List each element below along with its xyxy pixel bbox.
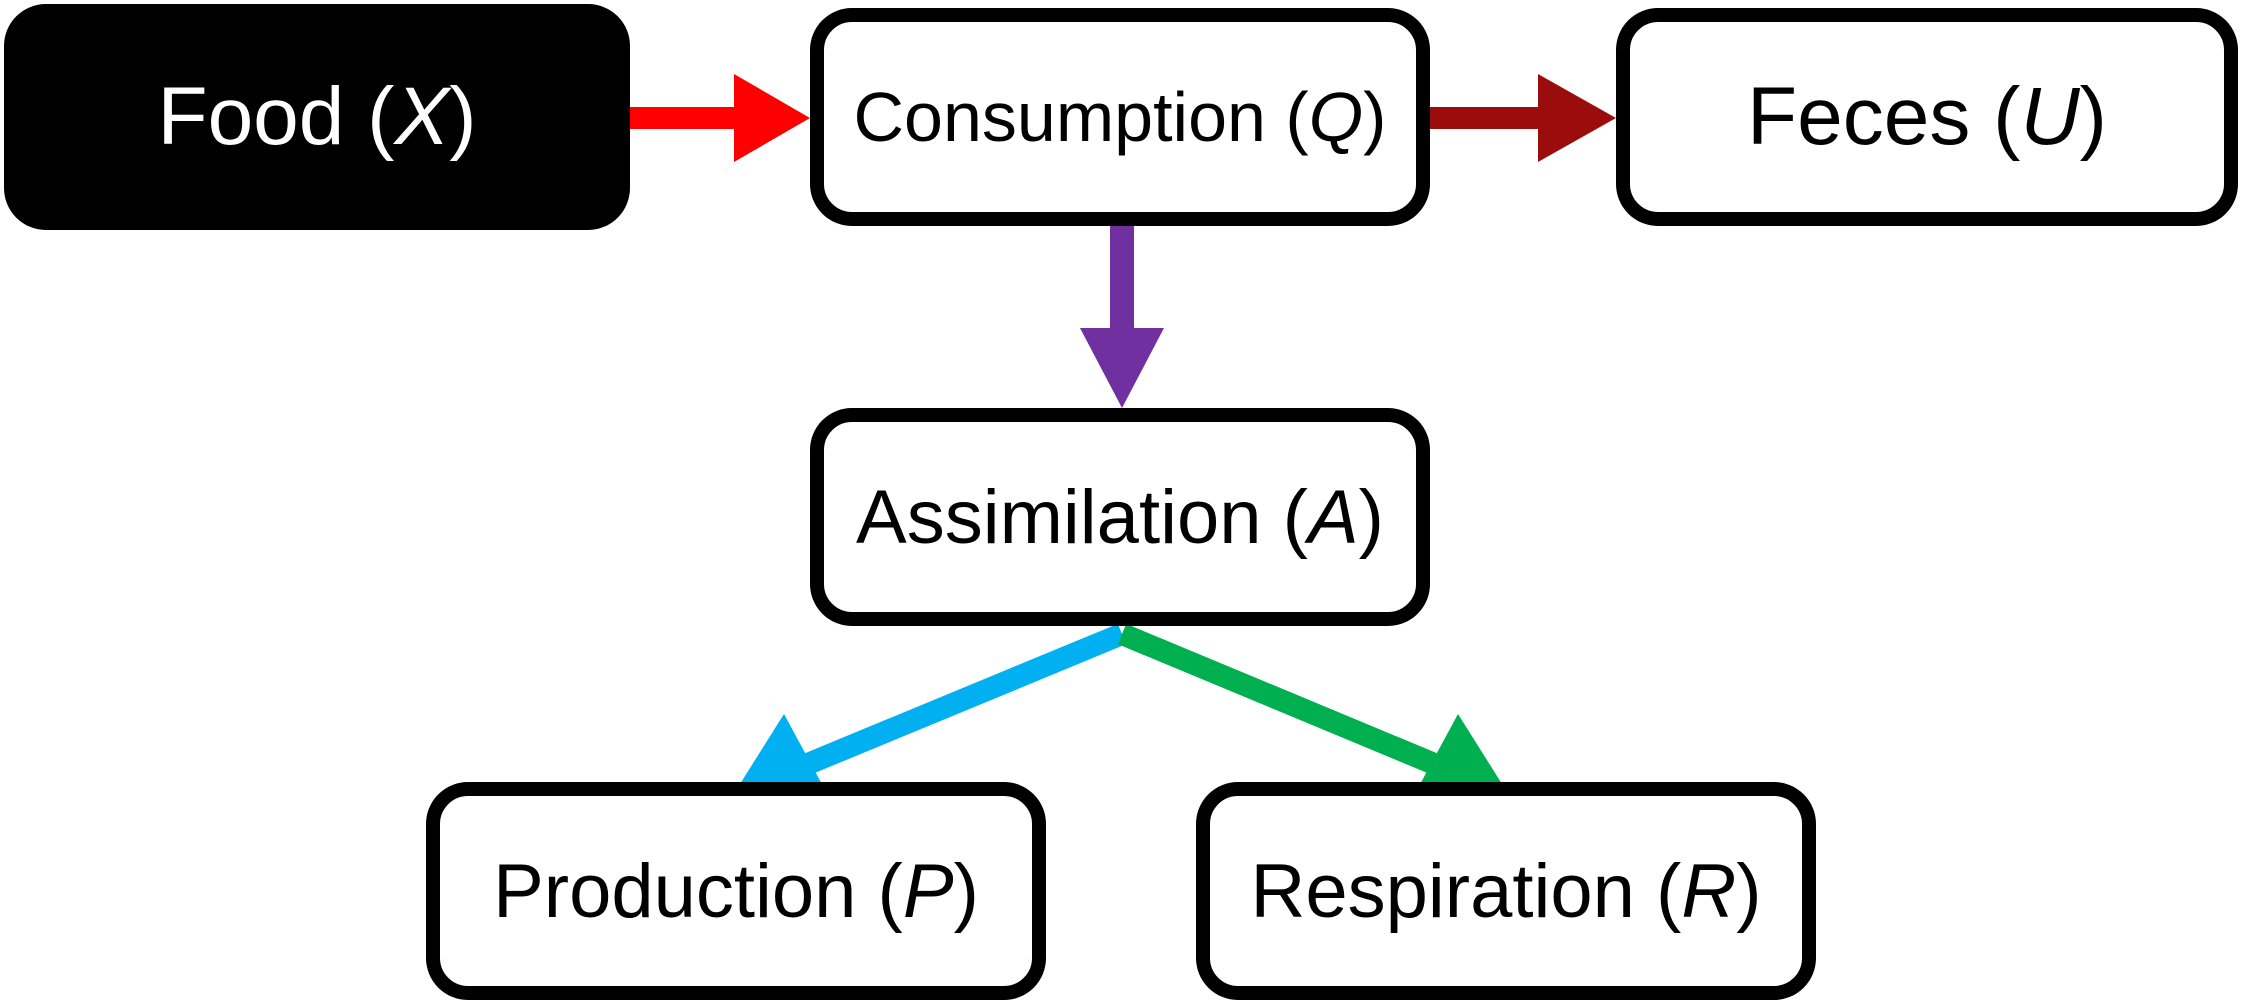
- arrow-assimilation-to-respiration: [1117, 623, 1502, 788]
- food-label: Food (X): [157, 70, 476, 164]
- assimilation-close-paren: ): [1358, 474, 1384, 560]
- arrow-food-to-consumption: [630, 74, 810, 162]
- food-close-paren: ): [449, 71, 477, 162]
- feces-label: Feces (U): [1747, 70, 2107, 164]
- assimilation-symbol: A: [1307, 474, 1359, 560]
- production-open-paren: (: [856, 848, 903, 934]
- production-node: Production (P): [426, 782, 1046, 1000]
- food-open-paren: (: [344, 71, 395, 162]
- consumption-open-paren: (: [1265, 78, 1309, 156]
- consumption-node: Consumption (Q): [810, 8, 1430, 226]
- production-symbol: P: [902, 848, 954, 934]
- feces-node: Feces (U): [1616, 8, 2238, 226]
- arrow-consumption-to-feces: [1430, 74, 1616, 162]
- respiration-name: Respiration: [1250, 848, 1635, 934]
- consumption-symbol: Q: [1308, 78, 1364, 156]
- respiration-close-paren: ): [1736, 848, 1762, 934]
- assimilation-node: Assimilation (A): [810, 408, 1430, 626]
- feces-symbol: U: [2020, 71, 2080, 162]
- feces-close-paren: ): [2079, 71, 2107, 162]
- consumption-label: Consumption (Q): [854, 77, 1387, 157]
- food-name: Food: [157, 71, 345, 162]
- consumption-close-paren: ): [1363, 78, 1387, 156]
- arrow-assimilation-to-production: [740, 623, 1127, 788]
- respiration-label: Respiration (R): [1250, 848, 1761, 935]
- respiration-symbol: R: [1681, 848, 1737, 934]
- respiration-open-paren: (: [1634, 848, 1682, 934]
- production-name: Production: [493, 848, 857, 934]
- feces-open-paren: (: [1970, 71, 2021, 162]
- consumption-name: Consumption: [853, 78, 1266, 156]
- food-node: Food (X): [4, 4, 630, 230]
- food-symbol: X: [394, 71, 450, 162]
- respiration-node: Respiration (R): [1196, 782, 1816, 1000]
- assimilation-open-paren: (: [1261, 474, 1308, 560]
- production-label: Production (P): [493, 848, 979, 935]
- production-close-paren: ): [953, 848, 979, 934]
- arrow-consumption-to-assimilation: [1080, 226, 1164, 408]
- assimilation-label: Assimilation (A): [856, 474, 1384, 561]
- assimilation-name: Assimilation: [856, 474, 1262, 560]
- feces-name: Feces: [1747, 71, 1971, 162]
